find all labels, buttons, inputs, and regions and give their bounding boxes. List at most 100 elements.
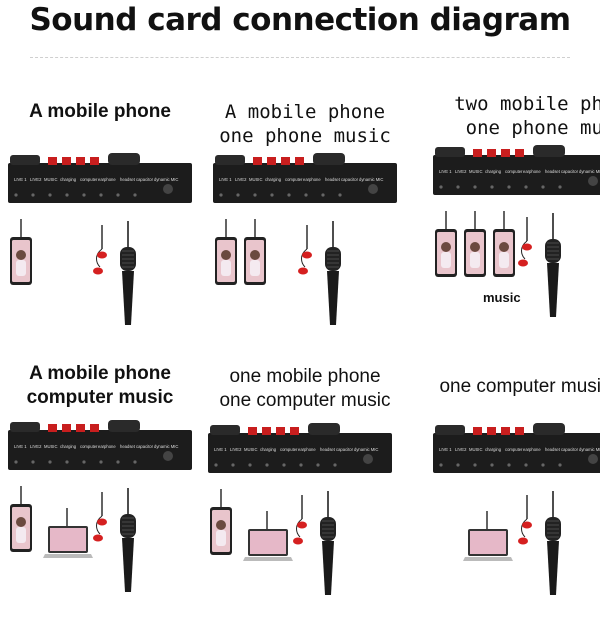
smartphone-icon — [10, 219, 32, 285]
port-label: charging — [485, 447, 502, 452]
port-label: LIVE2 — [30, 177, 42, 182]
port-label: LIVE2 — [455, 169, 467, 174]
title-divider — [30, 57, 570, 58]
port-label: earphone — [523, 169, 541, 174]
microphone-icon — [325, 221, 341, 325]
caption-line: one phone mus — [465, 117, 600, 139]
earphones-icon — [518, 495, 532, 545]
port-label: MUSIC — [469, 169, 483, 174]
port-label: dynamic MIC — [154, 444, 178, 449]
port-label: LIVE 1 — [439, 169, 452, 174]
page-title: Sound card connection diagram — [29, 2, 571, 38]
smartphone-icon — [244, 219, 266, 285]
port-label: MUSIC — [249, 177, 263, 182]
port-label: earphone — [98, 444, 116, 449]
port-label: LIVE2 — [230, 447, 242, 452]
microphone-icon — [120, 221, 136, 325]
caption-line: computer music — [26, 387, 174, 408]
port-label: headset — [325, 177, 341, 182]
caption-line: A mobile phone — [29, 101, 171, 122]
panel-caption: A mobile phone computer music — [0, 362, 200, 410]
port-label: computer — [505, 169, 523, 174]
port-label: earphone — [523, 447, 541, 452]
port-label: capacitor — [341, 177, 359, 182]
panel-caption: one computer music — [425, 375, 600, 399]
caption-line: one computer music — [219, 390, 391, 411]
microphone-icon — [320, 491, 336, 595]
earphones-icon — [93, 225, 107, 275]
port-label: LIVE2 — [235, 177, 247, 182]
earphones-icon — [293, 495, 307, 545]
port-label: computer — [280, 447, 298, 452]
port-label: headset — [320, 447, 336, 452]
smartphone-icon — [210, 489, 232, 555]
port-label: LIVE 1 — [14, 177, 27, 182]
port-label: capacitor — [336, 447, 354, 452]
microphone-icon — [120, 488, 136, 592]
port-label: dynamic MIC — [354, 447, 378, 452]
port-label: charging — [260, 447, 277, 452]
earphones-icon — [518, 217, 532, 267]
port-label: headset — [545, 169, 561, 174]
port-label: MUSIC — [469, 447, 483, 452]
earphones-icon — [298, 225, 312, 275]
caption-line: A mobile phone — [29, 363, 171, 384]
caption-line: A mobile phone — [224, 101, 386, 123]
caption-line: two mobile phor — [454, 93, 600, 115]
earphones-icon — [93, 492, 107, 542]
microphone-icon — [545, 213, 561, 317]
port-label: computer — [505, 447, 523, 452]
port-label: charging — [485, 169, 502, 174]
port-label: computer — [285, 177, 303, 182]
port-label: dynamic MIC — [579, 447, 600, 452]
port-label: computer — [80, 444, 98, 449]
port-label: LIVE2 — [30, 444, 42, 449]
port-label: earphone — [98, 177, 116, 182]
port-label: charging — [265, 177, 282, 182]
caption-line: one computer music — [439, 376, 600, 397]
port-label: headset — [120, 444, 136, 449]
smartphone-icon — [215, 219, 237, 285]
port-label: MUSIC — [44, 177, 58, 182]
port-label: dynamic MIC — [359, 177, 383, 182]
port-label: capacitor — [561, 447, 579, 452]
music-label: music — [483, 290, 521, 305]
port-label: MUSIC — [44, 444, 58, 449]
caption-line: one phone music — [219, 125, 391, 147]
smartphone-icon — [464, 211, 486, 277]
port-label: LIVE 1 — [439, 447, 452, 452]
port-label: MUSIC — [244, 447, 258, 452]
laptop-icon — [43, 508, 93, 558]
panel-caption: A mobile phone — [0, 100, 200, 124]
port-label: capacitor — [136, 177, 154, 182]
port-label: headset — [545, 447, 561, 452]
port-label: LIVE2 — [455, 447, 467, 452]
port-label: earphone — [298, 447, 316, 452]
smartphone-icon — [435, 211, 457, 277]
port-label: capacitor — [136, 444, 154, 449]
panel-caption: two mobile phorone phone mus — [440, 92, 600, 140]
port-label: earphone — [303, 177, 321, 182]
port-label: LIVE 1 — [214, 447, 227, 452]
microphone-icon — [545, 491, 561, 595]
smartphone-icon — [10, 486, 32, 552]
smartphone-icon — [493, 211, 515, 277]
port-label: LIVE 1 — [14, 444, 27, 449]
port-label: computer — [80, 177, 98, 182]
